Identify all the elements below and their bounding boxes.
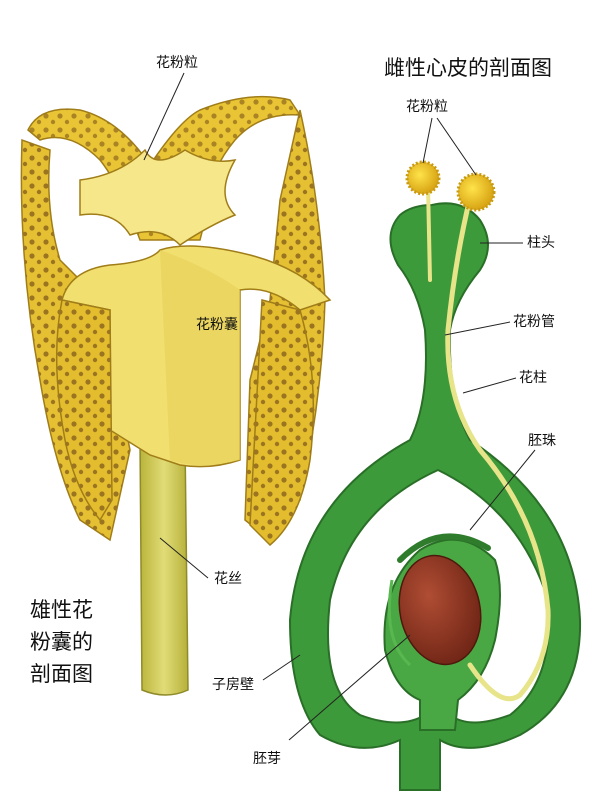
label-pollen-grain-left: 花粉粒: [156, 55, 198, 71]
anther-title-line-2: 粉囊的: [30, 630, 93, 654]
pollen-grain-1: [405, 160, 441, 196]
label-pollen-sac: 花粉囊: [196, 317, 238, 333]
filament-shape: [139, 439, 189, 696]
label-stigma: 柱头: [527, 235, 555, 251]
embryo-shape: [398, 554, 482, 666]
pollen-grain-2: [456, 172, 496, 212]
label-embryo: 胚芽: [253, 751, 281, 767]
label-pollen-tube: 花粉管: [513, 314, 555, 330]
label-ovary-wall: 子房壁: [212, 677, 254, 693]
pollen-tube-shape: [445, 195, 551, 702]
leader-lines: [143, 72, 536, 741]
label-style: 花柱: [519, 370, 547, 386]
carpel-section-title: 雌性心皮的剖面图: [384, 56, 552, 80]
anther-section-title: 雄性花 粉囊的 剖面图: [30, 594, 140, 690]
anther: [20, 95, 332, 696]
label-ovule: 胚珠: [528, 433, 556, 449]
label-pollen-grain-right: 花粉粒: [406, 99, 448, 115]
label-filament: 花丝: [214, 571, 242, 587]
anther-title-line-3: 剖面图: [30, 662, 93, 686]
anther-title-line-1: 雄性花: [30, 598, 93, 622]
carpel: [288, 160, 582, 791]
